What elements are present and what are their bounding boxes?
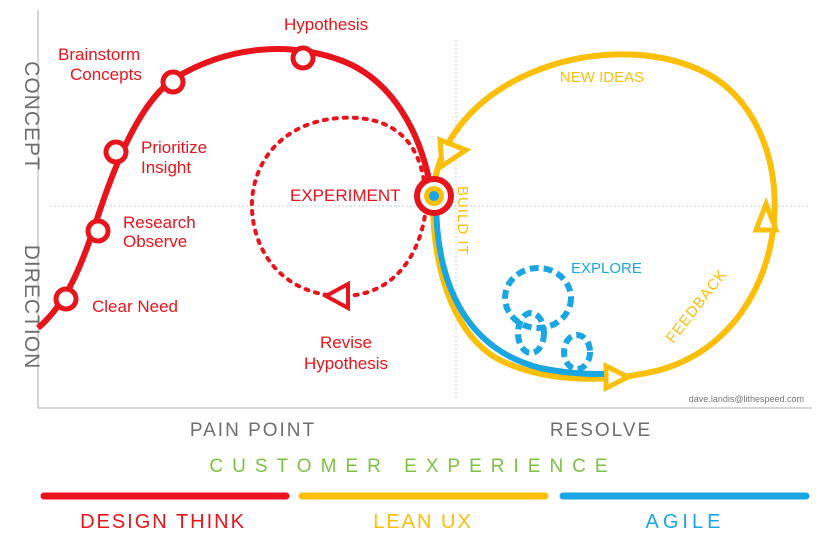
build-it-label: BUILD IT [454,186,471,256]
research-node [85,218,111,244]
revise-label-1: Revise [320,333,372,352]
explore-spirals [502,265,593,372]
step-observe: Observe [123,232,187,251]
clear-need-node [53,286,79,312]
revise-arrow [321,280,350,312]
credit-text: dave.landis@lithespeed.com [689,394,804,404]
step-hypothesis: Hypothesis [284,15,368,34]
new-ideas-label: NEW IDEAS [560,69,644,86]
new-ideas-arrow [437,136,472,171]
step-prioritize: Prioritize [141,138,207,157]
legend-design-think: DESIGN THINK [80,511,246,533]
explore-label: EXPLORE [571,260,642,277]
step-concepts: Concepts [70,65,142,84]
agile-path [433,199,605,377]
feedback-arrow [752,197,780,233]
y-label-concept: CONCEPT [20,61,43,171]
x-label-resolve: RESOLVE [550,420,652,441]
hypothesis-node [290,45,316,71]
x-label-pain-point: PAIN POINT [190,420,316,441]
legend-lean-ux: LEAN UX [373,511,473,533]
step-insight: Insight [141,158,191,177]
step-clear-need: Clear Need [92,297,178,316]
step-research: Research [123,213,196,232]
y-label-direction: DIRECTION [20,245,43,370]
lean-ux-loop [429,51,778,382]
resolve-arrow [603,361,634,393]
experiment-label: EXPERIMENT [290,186,401,205]
customer-experience-title: CUSTOMER EXPERIENCE [209,456,616,477]
step-brainstorm: Brainstorm [58,45,140,64]
revise-loop [249,115,427,299]
brainstorm-node [160,69,186,95]
revise-label-2: Hypothesis [304,354,388,373]
prioritize-node [103,139,129,165]
legend-agile: AGILE [646,511,725,533]
experiment-target [414,176,454,216]
